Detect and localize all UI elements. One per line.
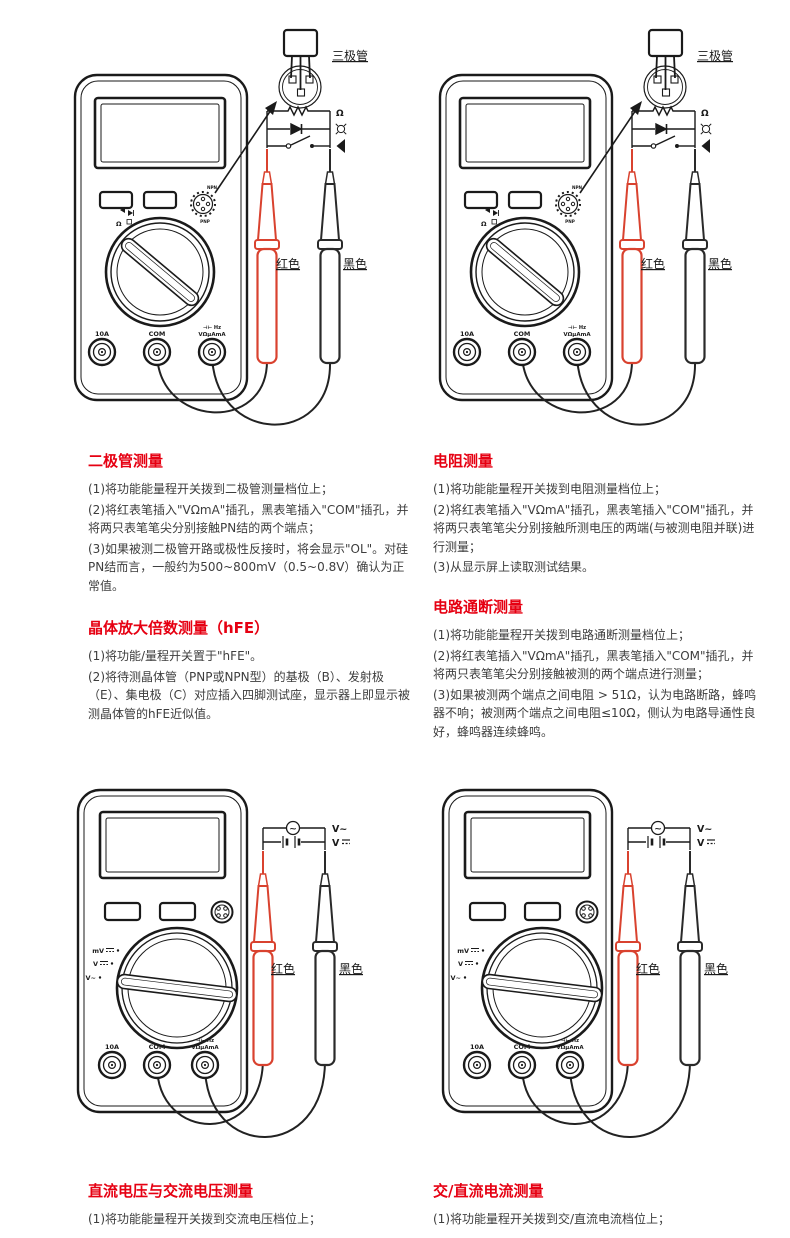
instruction-step: (3)如果被测两个端点之间电阻 > 51Ω，认为电路断路，蜂鸣器不响；被测两个端… [433, 687, 757, 739]
section-title: 直流电压与交流电压测量 [88, 1182, 254, 1200]
section-diode-measurement: 二极管测量 (1)将功能能量程开关拨到二极管测量档位上； (2)将红表笔插入"V… [88, 450, 414, 598]
section-current-measurement: 交/直流电流测量 (1)将功能量程开关拨到交/直流电流档位上； [433, 1180, 765, 1231]
section-title: 电路通断测量 [433, 598, 524, 616]
instruction-step: (1)将功能能量程开关拨到交流电压档位上； [88, 1212, 321, 1226]
instruction-step: (1)将功能能量程开关拨到电阻测量档位上； [433, 482, 666, 496]
section-voltage-measurement: 直流电压与交流电压测量 (1)将功能能量程开关拨到交流电压档位上； [88, 1180, 420, 1231]
diagram-resistance-test [405, 20, 745, 450]
instruction-step: (1)将功能量程开关拨到交/直流电流档位上； [433, 1212, 671, 1226]
instruction-step: (1)将功能能量程开关拨到二极管测量档位上； [88, 482, 333, 496]
diagram-voltage-test [40, 785, 380, 1165]
section-title: 电阻测量 [433, 452, 494, 470]
instruction-step: (1)将功能能量程开关拨到电路通断测量档位上； [433, 628, 690, 642]
section-continuity-measurement: 电路通断测量 (1)将功能能量程开关拨到电路通断测量档位上； (2)将红表笔插入… [433, 596, 759, 744]
section-title: 晶体放大倍数测量（hFE） [88, 619, 270, 637]
instruction-step: (2)将红表笔插入"VΩmA"插孔，黑表笔插入"COM"插孔，并将两只表笔笔尖分… [88, 502, 409, 536]
section-hfe-measurement: 晶体放大倍数测量（hFE） (1)将功能/量程开关置于"hFE"。 (2)将待测… [88, 617, 414, 725]
instruction-step: (2)将红表笔插入"VΩmA"插孔，黑表笔插入"COM"插孔，并将两只表笔笔尖分… [433, 502, 755, 554]
section-title: 二极管测量 [88, 452, 164, 470]
section-title: 交/直流电流测量 [433, 1182, 544, 1200]
instruction-step: (3)如果被测二极管开路或极性反接时，将会显示"OL"。对硅PN结而言，一般约为… [88, 541, 409, 593]
instruction-step: (3)从显示屏上读取测试结果。 [433, 560, 594, 575]
instruction-step: (1)将功能/量程开关置于"hFE"。 [88, 649, 263, 663]
section-resistance-measurement: 电阻测量 (1)将功能能量程开关拨到电阻测量档位上； (2)将红表笔插入"VΩm… [433, 450, 759, 579]
diagram-diode-test [40, 20, 380, 450]
diagram-current-test [405, 785, 745, 1165]
instruction-step: (2)将红表笔插入"VΩmA"插孔，黑表笔插入"COM"插孔，并将两只表笔笔尖分… [433, 648, 754, 682]
instruction-step: (2)将待测晶体管（PNP或NPN型）的基极（B）、发射极（E）、集电极（C）对… [88, 669, 410, 721]
